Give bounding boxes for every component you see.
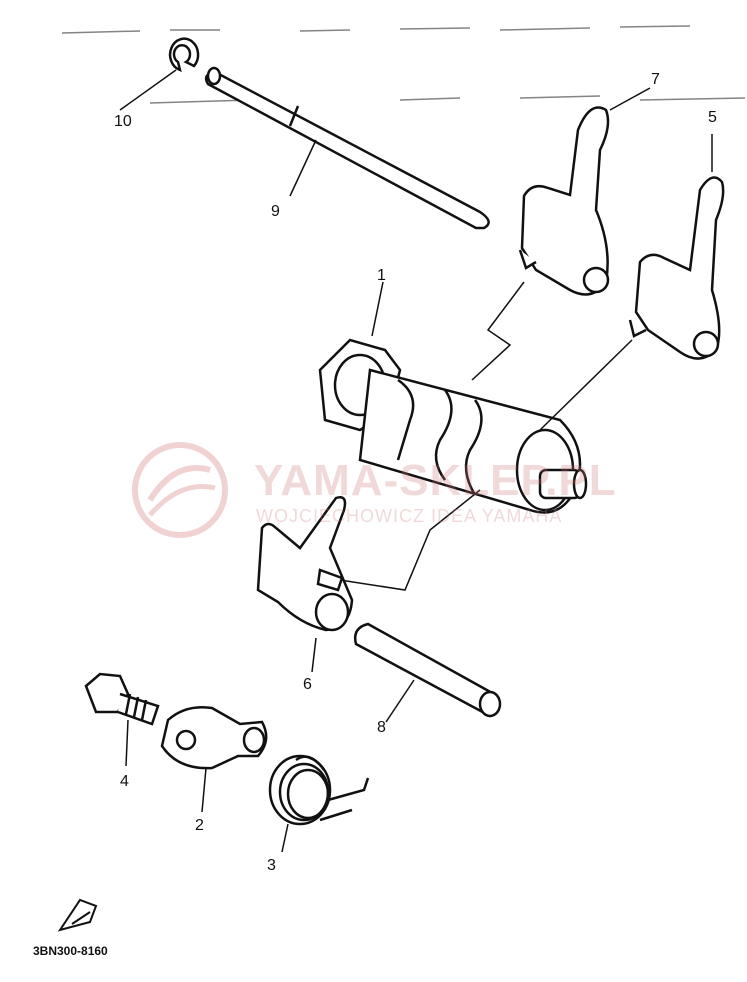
callout-10: 10 (114, 113, 132, 130)
shift-fork-part-7 (518, 87, 651, 296)
stopper-lever-part-2 (160, 706, 268, 813)
shift-shaft-part-9 (204, 66, 490, 230)
shift-fork-part-6 (256, 496, 354, 673)
callout-2: 2 (195, 817, 204, 834)
shift-fork-part-5 (628, 134, 725, 360)
callout-4: 4 (120, 773, 129, 790)
callout-1: 1 (377, 267, 386, 284)
guide-bar-part-8 (354, 622, 502, 723)
document-code: 3BN300-8160 (33, 944, 108, 958)
callout-8: 8 (377, 719, 386, 736)
watermark-logo (132, 442, 228, 538)
callout-6: 6 (303, 676, 312, 693)
circlip-part-10 (119, 37, 200, 111)
callout-9: 9 (271, 203, 280, 220)
scan-noise (61, 25, 746, 104)
bolt-part-4 (84, 672, 160, 767)
watermark-title: YAMA-SKLEP.PL (254, 456, 617, 505)
assembly-guide-lines (339, 281, 633, 591)
callout-5: 5 (708, 109, 717, 126)
callout-7: 7 (651, 71, 660, 88)
forward-arrow-icon (57, 898, 98, 932)
watermark-subtitle: WOJCIECHOWICZ IDEA YAMAHA (256, 506, 563, 526)
shift-drum-part-1 (318, 281, 588, 514)
callout-3: 3 (267, 857, 276, 874)
torsion-spring-part-3 (268, 754, 370, 853)
